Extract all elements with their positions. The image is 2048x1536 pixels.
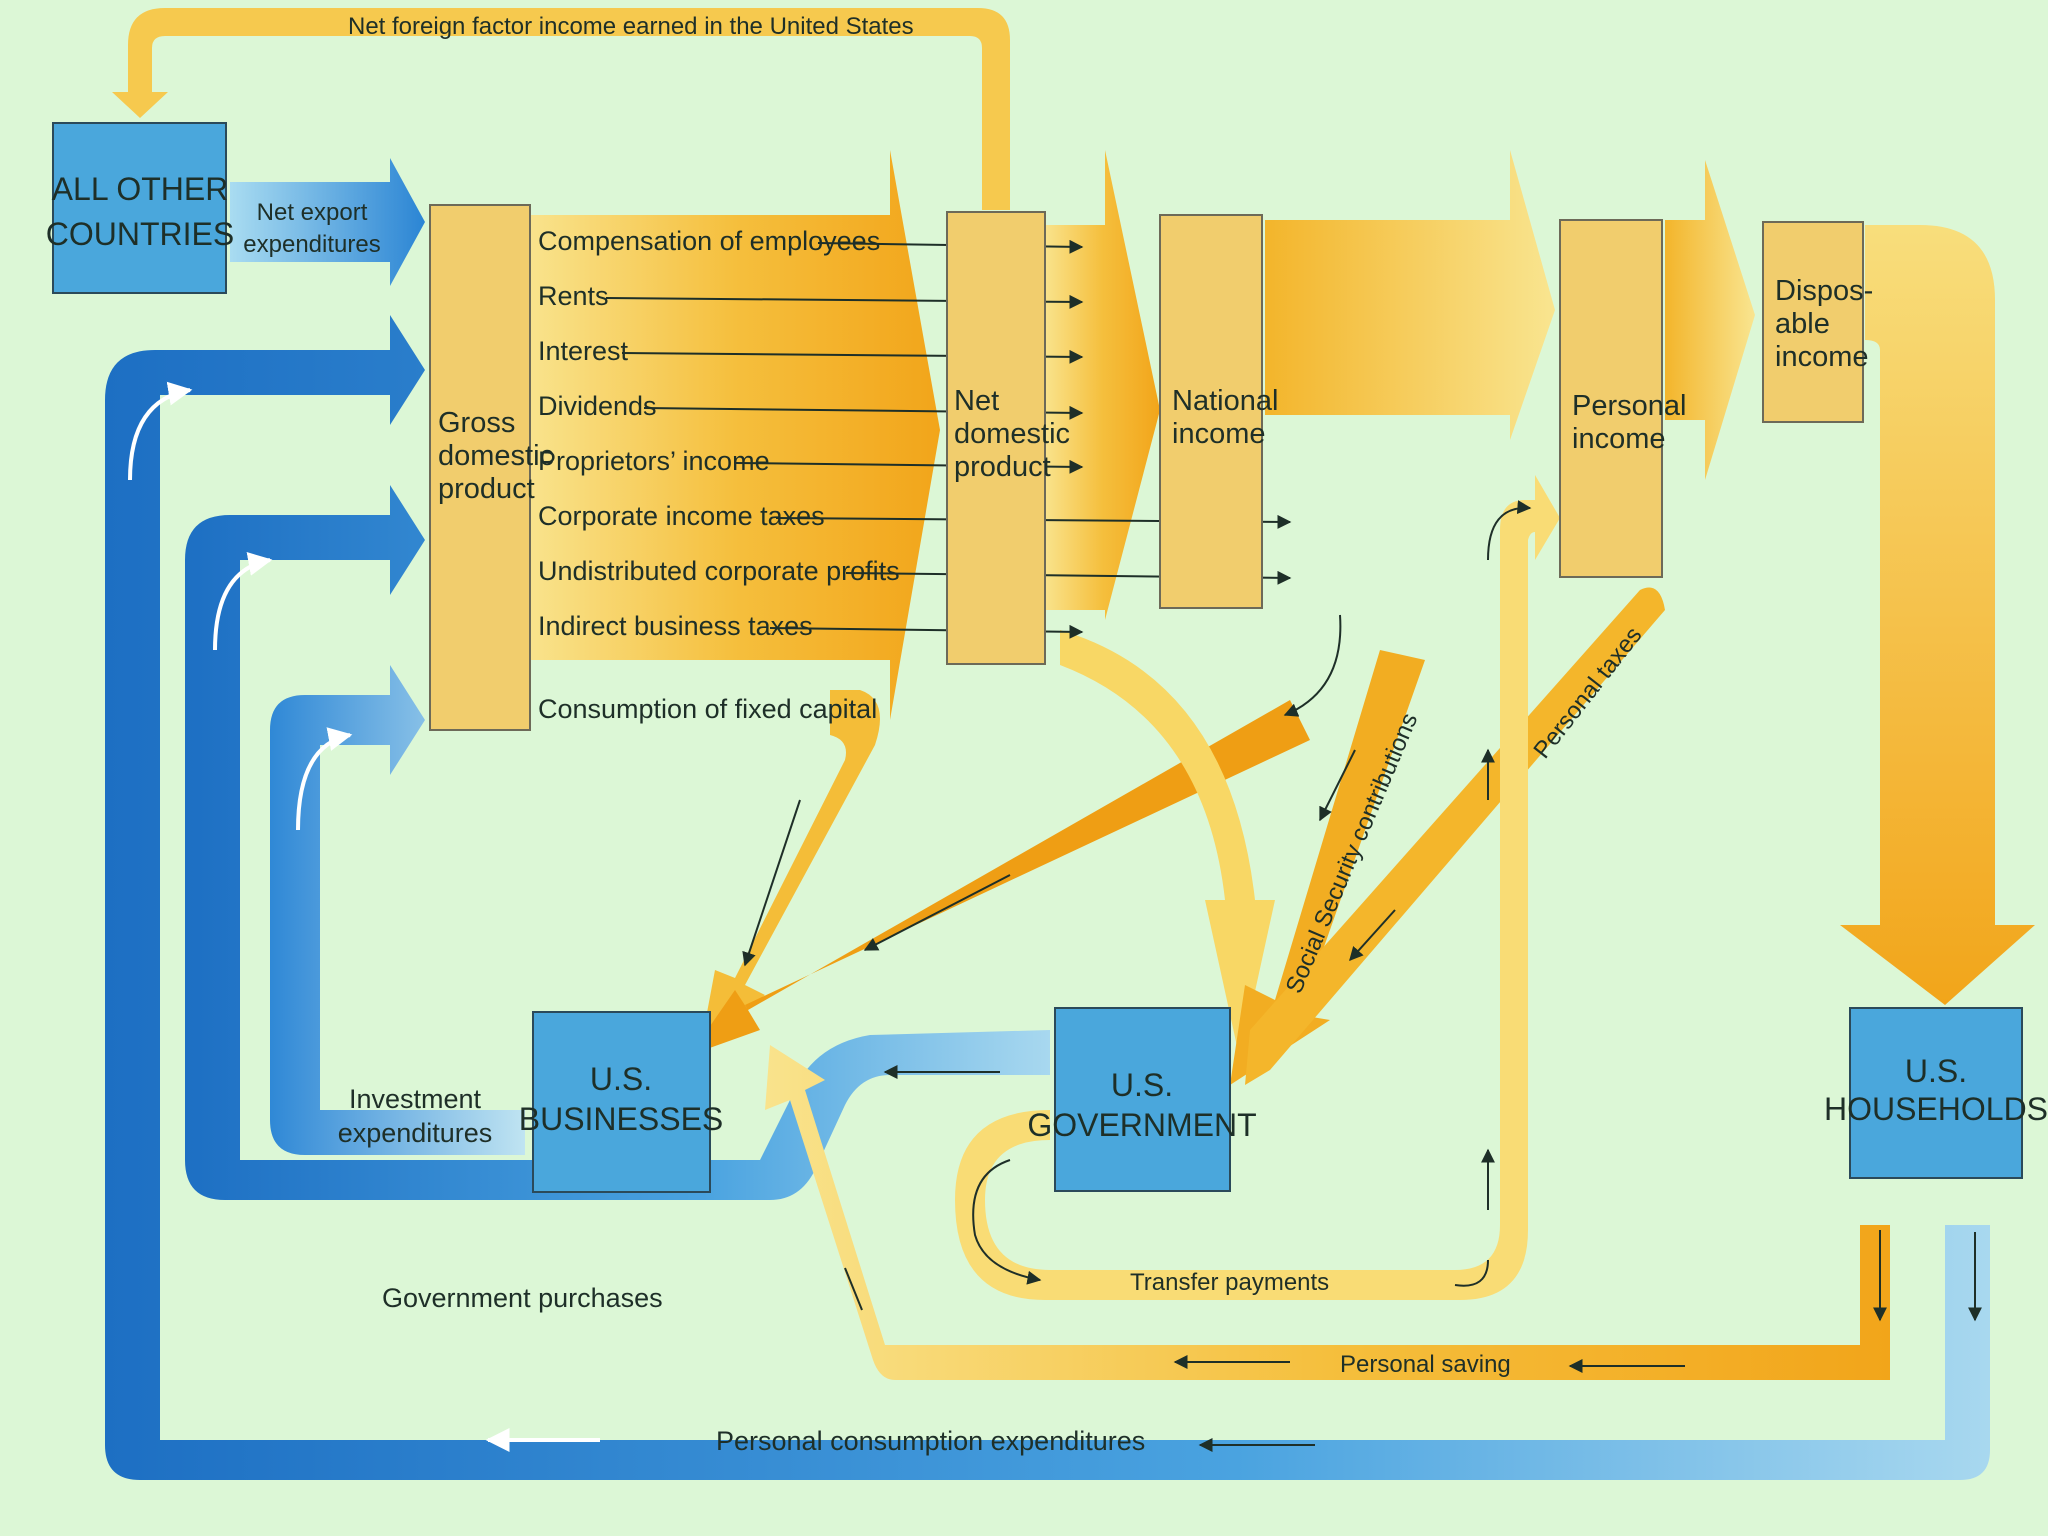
label-ndp-2: domestic [954,418,1070,450]
component-fixed-capital: Consumption of fixed capital [538,694,877,724]
arrow-white-consumption [128,381,193,481]
label-national-income-2: income [1172,418,1266,450]
label-us-government-1: U.S. [1111,1067,1173,1103]
label-government-purchases: Government purchases [382,1283,663,1313]
flow-net-export [230,158,425,286]
label-us-businesses-1: U.S. [590,1061,652,1097]
all-other-countries-box [52,122,227,294]
arrow-transfer-bottom [1454,1259,1489,1287]
component-corporate-taxes: Corporate income taxes [538,501,825,531]
flow-gdp-wedge [530,150,940,720]
arrow-social-curve [1283,614,1342,717]
flow-retained-to-businesses [690,700,1310,1055]
label-disposable-income-1: Dispos- [1775,275,1873,307]
label-national-income-1: National [1172,385,1278,417]
flow-social-security [1230,650,1425,1085]
arrow-saving-diag [844,1267,863,1311]
component-interest: Interest [538,336,629,366]
label-gdp-1: Gross [438,407,515,439]
label-personal-taxes: Personal taxes [1528,622,1647,764]
component-dividends: Dividends [538,391,657,421]
label-ndp-1: Net [954,385,999,417]
label-us-households-2: HOUSEHOLDS [1824,1091,2048,1127]
flow-national-income-wedge [1265,150,1555,440]
arrow-personal-taxes [1349,909,1396,962]
arrow-white-investment [296,727,353,831]
arrow-retained [863,874,1011,951]
arrow-fixed-capital [742,799,801,967]
label-net-export-1: Net export [257,199,368,226]
flow-ndp-wedge [1045,150,1160,620]
label-us-government-2: GOVERNMENT [1027,1107,1256,1143]
component-indirect-taxes: Indirect business taxes [538,611,813,641]
label-all-other-countries-1: ALL OTHER [52,171,229,207]
label-ndp-3: product [954,451,1051,483]
label-net-foreign-factor-income: Net foreign factor income earned in the … [348,13,914,40]
label-personal-income-2: income [1572,423,1666,455]
us-government-box [1054,1007,1231,1192]
arrow-transfer-curve [972,1159,1042,1285]
gdp-component-labels: Compensation of employees Rents Interest… [538,226,900,724]
label-us-businesses-2: BUSINESSES [519,1101,724,1137]
flow-disposable-to-households [1840,225,2035,1005]
component-rents: Rents [538,281,609,311]
flow-investment [270,665,525,1155]
arrow-transfer-top [1487,500,1532,561]
label-personal-saving: Personal saving [1340,1351,1511,1378]
flow-indirect-taxes-to-government [1060,630,1275,1060]
label-net-export-2: expenditures [243,231,380,258]
arrow-social-down [1319,749,1356,822]
component-compensation: Compensation of employees [538,226,880,256]
arrow-white-government [213,552,273,651]
label-investment-2: expenditures [338,1118,493,1148]
disposable-income-box [1762,221,1864,423]
label-gdp-3: product [438,473,535,505]
label-all-other-countries-2: COUNTRIES [46,216,234,252]
personal-income-box [1559,219,1663,578]
label-disposable-income-2: able [1775,308,1830,340]
label-gdp-2: domestic [438,440,554,472]
label-transfer-payments: Transfer payments [1130,1269,1329,1296]
account-boxes [429,204,1864,731]
label-personal-income-1: Personal [1572,390,1686,422]
ndp-box [946,211,1046,665]
gdp-box [429,204,531,731]
flow-consumption-fixed-capital [700,690,880,1050]
flow-personal-income-wedge [1665,160,1755,480]
flow-net-foreign-factor-income-band [112,8,1010,210]
component-proprietors: Proprietors’ income [538,446,770,476]
label-investment-1: Investment [349,1084,482,1114]
label-us-households-1: U.S. [1905,1053,1967,1089]
entity-boxes [52,122,2023,1193]
us-households-box [1849,1007,2023,1179]
flow-personal-saving [765,1045,1890,1380]
component-undistributed-profits: Undistributed corporate profits [538,556,900,586]
blue-expenditure-flows [105,158,1990,1480]
us-businesses-box [532,1011,711,1193]
label-disposable-income-3: income [1775,341,1869,373]
national-income-box [1159,214,1263,609]
label-personal-consumption: Personal consumption expenditures [716,1426,1145,1456]
flow-net-foreign-factor-income [120,20,985,210]
